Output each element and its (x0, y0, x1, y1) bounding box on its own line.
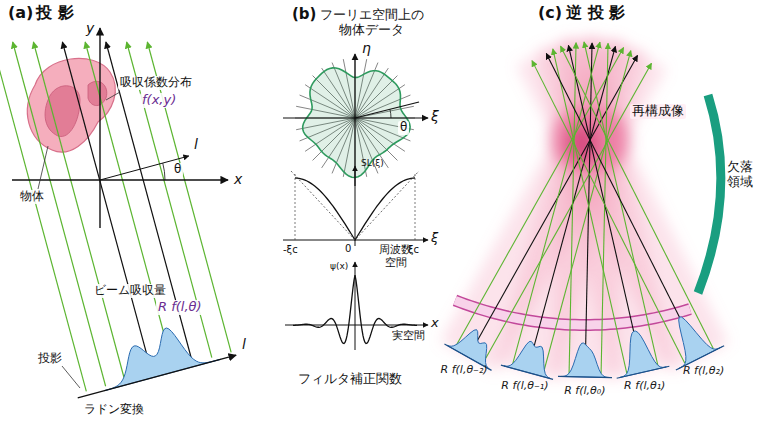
part-label: ラドン変換 (84, 403, 144, 417)
l-axis (100, 156, 189, 180)
projection-label: R f(l,θ₂) (683, 365, 724, 378)
x-ray-beam (62, 42, 152, 374)
part-label: 投影 (36, 352, 64, 366)
axis-label: l (192, 136, 200, 152)
object-dense-region (45, 86, 80, 137)
projection-label: R f(l,θ₋₁) (501, 380, 548, 393)
x-ray-beam (0, 42, 86, 391)
projection-baseline (501, 365, 553, 379)
chart-label: 実空間 (392, 330, 425, 343)
axis-label: η (362, 40, 371, 56)
backprojection-ray (455, 48, 624, 348)
backprojection-ray (483, 63, 652, 363)
panel-letter: (c) (538, 4, 562, 22)
axis-label: x (431, 316, 439, 331)
function-label: R f(l,θ) (156, 300, 204, 315)
part-label: ビーム吸収量 (92, 284, 168, 298)
axis-label: y (86, 20, 94, 36)
cutoff-line (295, 174, 296, 240)
axis-label: x (232, 171, 244, 187)
angle-label: θ (172, 163, 183, 177)
projection-label: R f(l,θ₀) (564, 385, 605, 398)
y-axis (99, 28, 100, 228)
backprojection-ray (585, 43, 592, 375)
detector-axis (78, 355, 236, 398)
axis-label: ψ(x) (330, 261, 348, 271)
projection-profile (105, 328, 221, 391)
backprojection-ray (568, 45, 642, 370)
axis-label: SL(ξ) (361, 158, 384, 168)
backprojection-ray (569, 43, 576, 375)
projection-baseline (617, 366, 670, 378)
missing-region-arc (698, 95, 721, 293)
tick-label: -ξc (283, 244, 298, 256)
projection-profile (679, 317, 722, 369)
x-ray-beam (33, 42, 125, 381)
panel-backprojection (444, 40, 724, 379)
panel-title: 投 影 (36, 4, 74, 22)
angle-line (355, 102, 419, 118)
x-axis (12, 179, 228, 180)
angle-label: θ (398, 121, 409, 135)
projection-profile (504, 341, 550, 378)
cutoff-line (415, 174, 416, 240)
panel-title: 逆 投 影 (566, 4, 625, 22)
backprojection-band (545, 51, 700, 358)
part-label: 欠落領域 (726, 160, 755, 190)
projection-profile (561, 343, 609, 377)
backprojection-ray (553, 49, 627, 374)
backprojection-ray (584, 42, 658, 367)
projection-baseline (558, 376, 612, 377)
panel-title: フーリエ空間上の物体データ (318, 8, 426, 38)
leader-line (62, 366, 80, 388)
part-label: 物体 (18, 190, 46, 204)
fourier-data-outline (303, 68, 410, 178)
panel-letter: (b) (292, 6, 316, 23)
projection-label: R f(l,θ₁) (624, 380, 665, 393)
ramp-line (291, 171, 419, 240)
panel-fourier (283, 54, 428, 350)
backprojection-ray (561, 46, 714, 349)
part-label: 再構成像 (630, 104, 686, 119)
axis-label: l (242, 336, 246, 352)
projection-profile (620, 331, 667, 378)
angle-arc (390, 109, 391, 118)
part-label: 吸収係数分布 (118, 76, 194, 90)
chart-label: 周波数空間 (378, 244, 413, 269)
leader-line (106, 92, 120, 100)
filter-curve (295, 178, 415, 240)
projection-label: R f(l,θ₋₂) (441, 364, 488, 377)
function-label: f(x,y) (140, 93, 178, 108)
tick-label: 0 (345, 243, 351, 255)
panel-projection (0, 28, 236, 398)
caption-label: フィルタ補正関数 (298, 372, 402, 387)
angle-arc (163, 163, 165, 180)
axis-label: ξ (431, 231, 438, 246)
panel-letter: (a) (8, 4, 33, 22)
filter-axis (355, 166, 356, 246)
x-ray-beam (13, 42, 106, 386)
leader-line (38, 146, 48, 189)
backprojection-ray (546, 53, 699, 356)
axis-label: ξ (431, 108, 439, 124)
